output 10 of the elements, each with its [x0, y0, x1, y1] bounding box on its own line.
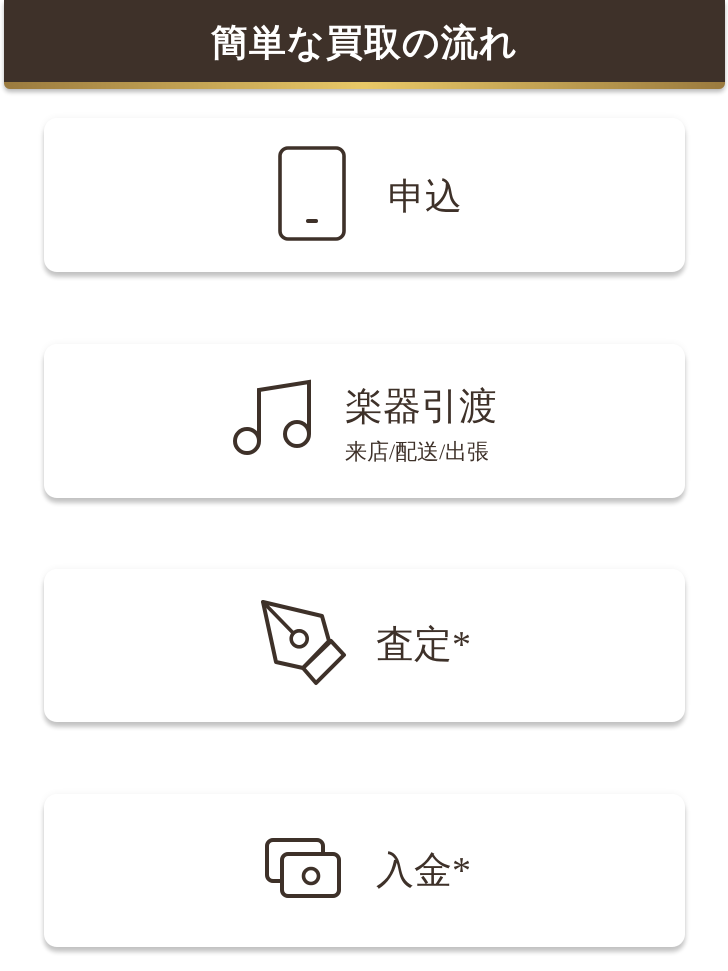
step-card: [44, 344, 685, 498]
step-title: 楽器引渡: [345, 388, 497, 426]
step-card: [44, 118, 685, 272]
step-title: 入金*: [376, 852, 471, 890]
step-title: 査定*: [376, 626, 471, 664]
step-note: 来店/配送/出張: [345, 441, 490, 463]
step-card: [44, 794, 685, 947]
step-card: [44, 569, 685, 722]
title-banner: 簡単な買取の流れ: [4, 0, 725, 89]
step-title: 申込: [388, 178, 462, 216]
